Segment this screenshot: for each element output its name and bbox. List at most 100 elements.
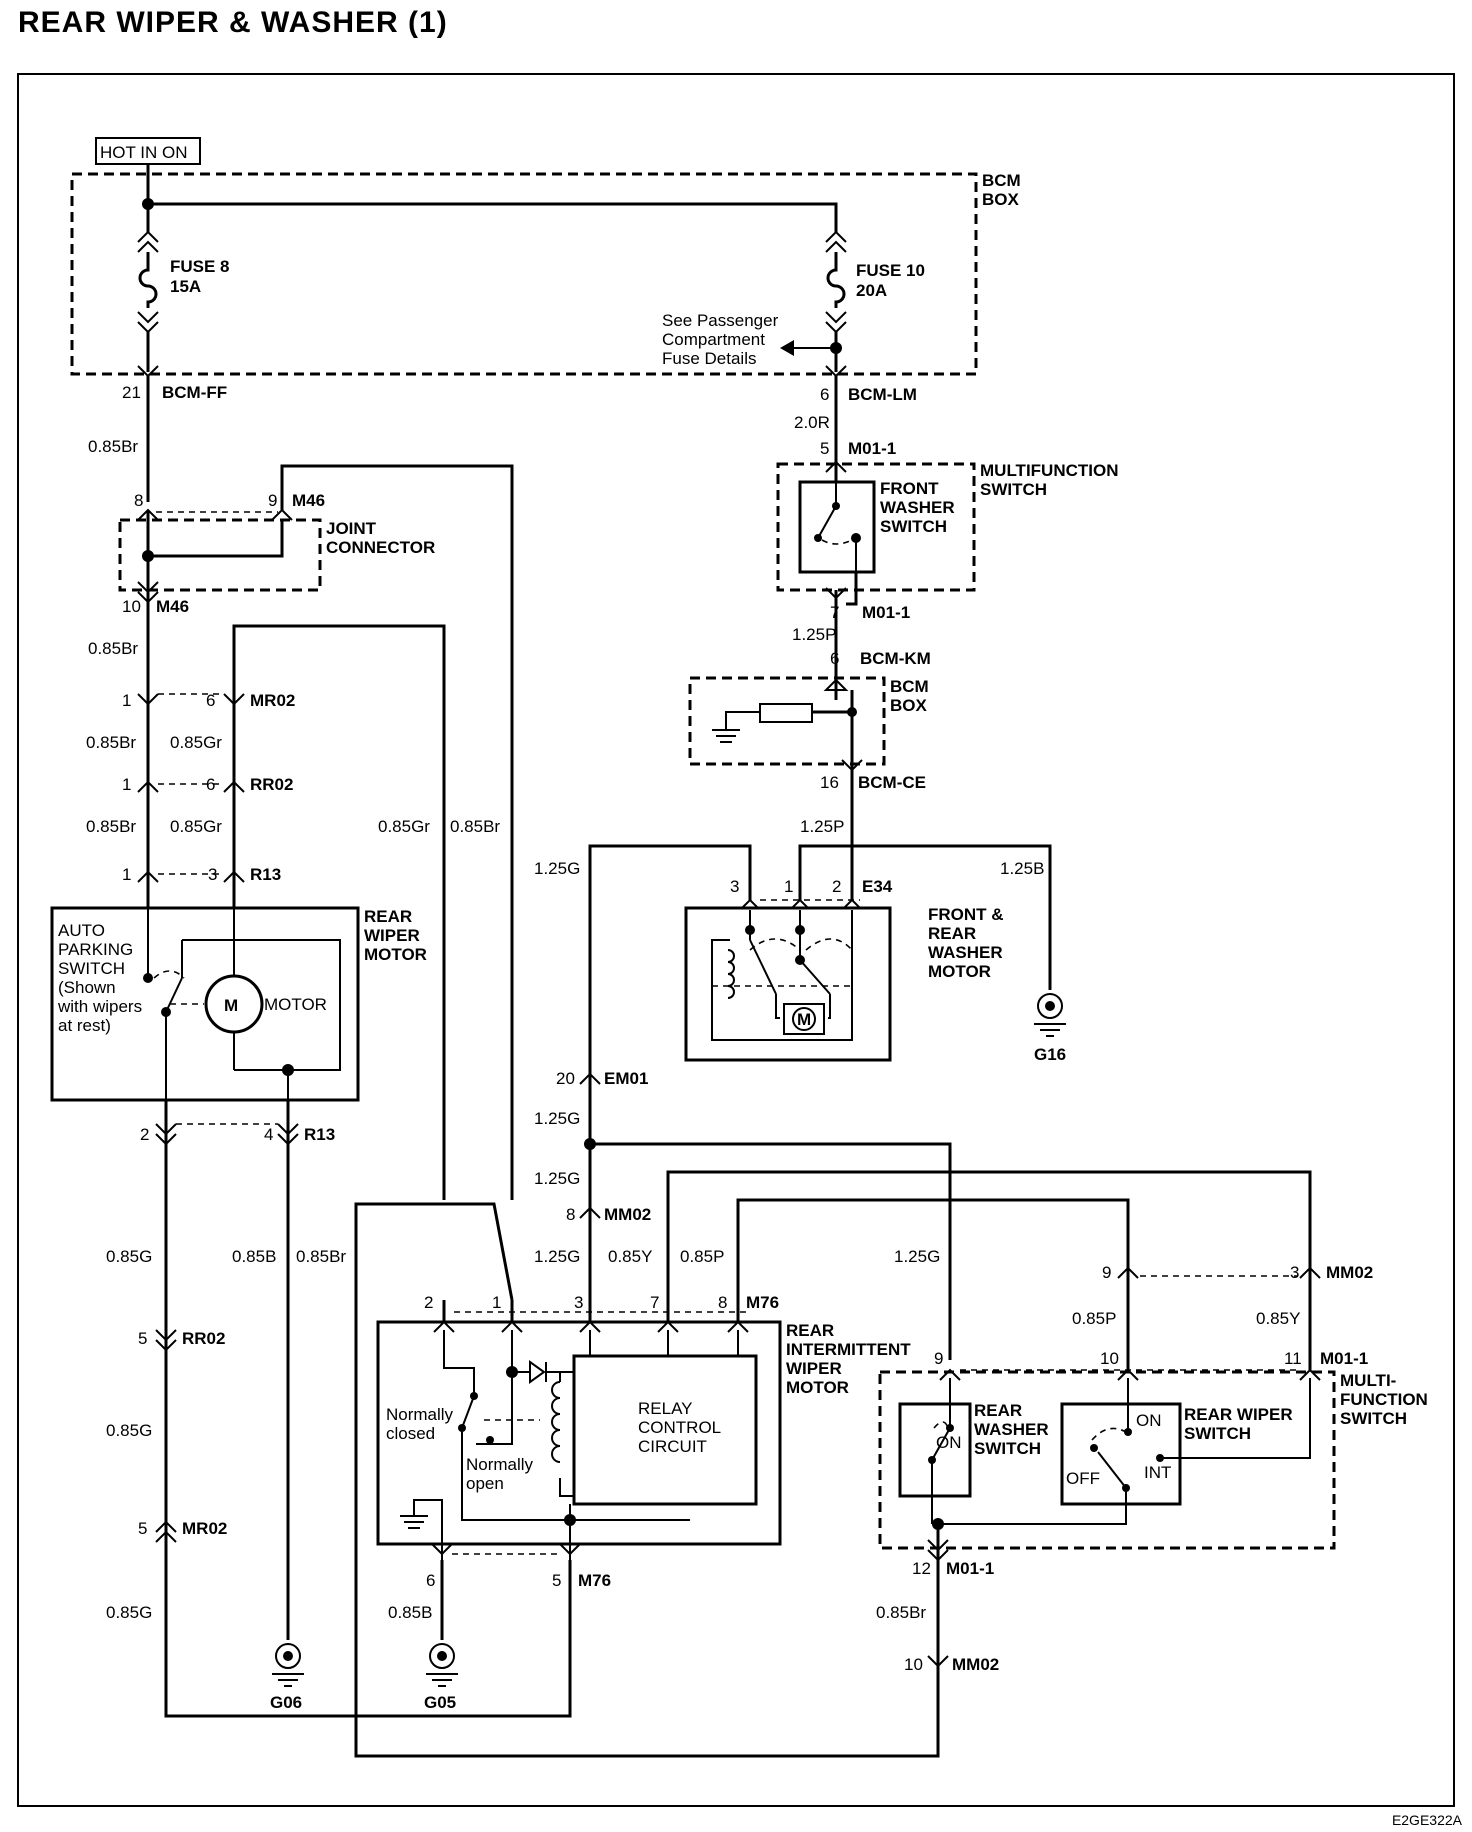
wire: [798, 844, 1052, 990]
page-title: REAR WIPER & WASHER (1): [18, 6, 448, 39]
multifunction-switch-box: [776, 462, 976, 592]
ground-label: G05: [424, 1693, 456, 1712]
rear-washer-switch[interactable]: [898, 1402, 972, 1498]
wire: [589, 1330, 739, 1356]
resistor-symbol: [759, 703, 813, 723]
connector-label: MM02: [1326, 1263, 1373, 1282]
connector-symbol: [137, 581, 159, 604]
pin-label: 5: [820, 439, 829, 458]
connector-symbol: [825, 587, 847, 600]
connector-symbol: [137, 311, 159, 334]
washer-motor-symbol: M: [797, 1010, 811, 1029]
wire-color-label: 0.85P: [1072, 1309, 1116, 1328]
connector-label: BCM-LM: [848, 385, 917, 404]
connector-label: M01-1: [848, 439, 896, 458]
pin-label: 9: [1102, 1263, 1111, 1282]
connector-label: BCM-CE: [858, 773, 926, 792]
fuse8-name: FUSE 8: [170, 257, 230, 276]
pin-label: 6: [830, 649, 839, 668]
pin-label: 1: [122, 865, 131, 884]
rear-wiper-switch[interactable]: [1060, 1402, 1182, 1506]
motor-wiring: [749, 930, 831, 1019]
wire-color-label: 1.25B: [1000, 859, 1044, 878]
fuse8-symbol: [138, 252, 158, 308]
switch-contact: [143, 973, 153, 983]
wire-color-label: 0.85B: [232, 1247, 276, 1266]
rear-wiper-on-label: ON: [1136, 1411, 1162, 1430]
fuse10-symbol: [826, 252, 846, 308]
wire: [461, 1428, 690, 1521]
ground-icon: [426, 1673, 458, 1687]
pin-label: 5: [138, 1329, 147, 1348]
switch-contact: [1156, 1454, 1164, 1462]
ground-icon: [437, 1651, 447, 1661]
connector-label: R13: [250, 865, 281, 884]
pin-label: 6: [206, 691, 215, 710]
wire: [1127, 1378, 1311, 1459]
pin-label: 9: [268, 491, 277, 510]
multi-function-switch-box: [878, 1370, 1336, 1550]
joint-connector-box: [118, 518, 322, 592]
wire: [666, 1170, 1312, 1312]
wire-color-label: 0.85Br: [86, 733, 136, 752]
wire: [148, 520, 284, 558]
bcm-box-top: [70, 172, 978, 376]
wire-color-label: 0.85Gr: [378, 817, 430, 836]
pin-label: 1: [492, 1293, 501, 1312]
wire: [280, 464, 514, 1200]
switch-contact: [1090, 1444, 1098, 1452]
switch-link: [933, 1421, 949, 1429]
connector-symbol: [825, 460, 847, 473]
switch-blade: [931, 1427, 951, 1461]
switch-contact: [1124, 1428, 1132, 1436]
power-source-label: HOT IN ON: [100, 143, 188, 162]
rear-wiper-int-label: INT: [1144, 1463, 1171, 1482]
wire: [440, 1560, 572, 1640]
connector-label: M76: [746, 1293, 779, 1312]
splice-dot: [142, 550, 154, 562]
ground-icon: [272, 1673, 304, 1687]
connector-label: MR02: [250, 691, 295, 710]
pin-label: 7: [830, 603, 839, 622]
fuse10-name: FUSE 10: [856, 261, 925, 280]
connector-label: M76: [578, 1571, 611, 1590]
connector-label: RR02: [182, 1329, 225, 1348]
pin-label: 10: [122, 597, 141, 616]
connector-label: E34: [862, 877, 893, 896]
switch-blade: [165, 977, 183, 1013]
wire: [442, 1300, 740, 1322]
rear-washer-on-label: ON: [936, 1433, 962, 1452]
fuse10-rating: 20A: [856, 281, 887, 300]
wire: [443, 1330, 475, 1394]
wire-color-label: 2.0R: [794, 413, 830, 432]
pin-label: 3: [574, 1293, 583, 1312]
wire-color-label: 0.85Br: [450, 817, 500, 836]
connector-label: M01-1: [1320, 1349, 1368, 1368]
fuse8-rating: 15A: [170, 277, 201, 296]
connector-label: BCM-FF: [162, 383, 227, 402]
ground-icon: [283, 1651, 293, 1661]
connector-symbol: [431, 1543, 581, 1556]
ground-icon: [275, 1643, 301, 1669]
switch-blade: [1097, 1451, 1127, 1489]
wire-color-label: 1.25P: [800, 817, 844, 836]
connector-symbol: [927, 1655, 949, 1668]
wire-color-label: 0.85Br: [296, 1247, 346, 1266]
connector-symbol: [137, 870, 245, 883]
switch-blade: [817, 505, 837, 539]
connector-label: M01-1: [862, 603, 910, 622]
pin-label: 2: [832, 877, 841, 896]
switch-contact: [486, 1436, 494, 1444]
pin-label: 5: [552, 1571, 561, 1590]
wire-color-label: 1.25G: [534, 1247, 580, 1266]
switch-contact: [814, 534, 822, 542]
arrow-icon: [780, 340, 794, 356]
wire-color-label: 0.85B: [388, 1603, 432, 1622]
motor-label: MOTOR: [264, 995, 327, 1014]
